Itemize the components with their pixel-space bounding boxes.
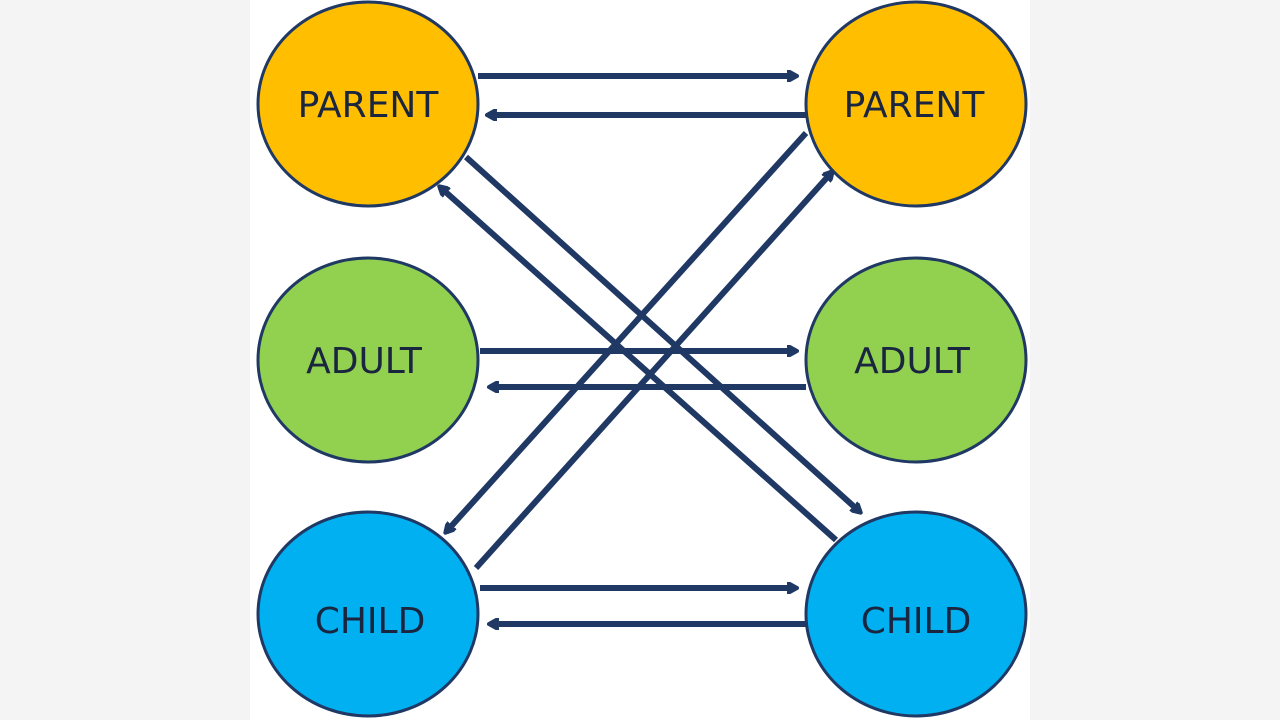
- node-left-parent-label: PARENT: [298, 85, 440, 126]
- node-right-child-label: CHILD: [861, 601, 972, 642]
- node-left-child-label: CHILD: [315, 601, 426, 642]
- arrows: [440, 76, 860, 624]
- arrow-right-parent-to-left-child: [446, 130, 809, 532]
- node-right-adult: ADULT: [804, 256, 1028, 464]
- node-left-child: CHILD: [256, 510, 480, 718]
- node-left-child-circle: [256, 510, 480, 718]
- node-right-child: CHILD: [804, 510, 1028, 718]
- arrow-left-parent-to-right-child: [463, 154, 860, 512]
- arrow-left-child-to-right-parent: [473, 172, 832, 571]
- node-right-adult-circle: [804, 256, 1028, 464]
- node-right-parent: PARENT: [804, 0, 1028, 208]
- node-right-adult-label: ADULT: [854, 341, 971, 382]
- arrow-right-child-to-left-parent: [440, 187, 838, 543]
- node-right-parent-circle: [804, 0, 1028, 208]
- node-left-parent: PARENT: [256, 0, 480, 208]
- node-left-adult: ADULT: [256, 256, 480, 464]
- node-left-adult-circle: [256, 256, 480, 464]
- node-right-child-circle: [804, 510, 1028, 718]
- node-right-parent-label: PARENT: [844, 85, 986, 126]
- node-left-adult-label: ADULT: [306, 341, 423, 382]
- node-left-parent-circle: [256, 0, 480, 208]
